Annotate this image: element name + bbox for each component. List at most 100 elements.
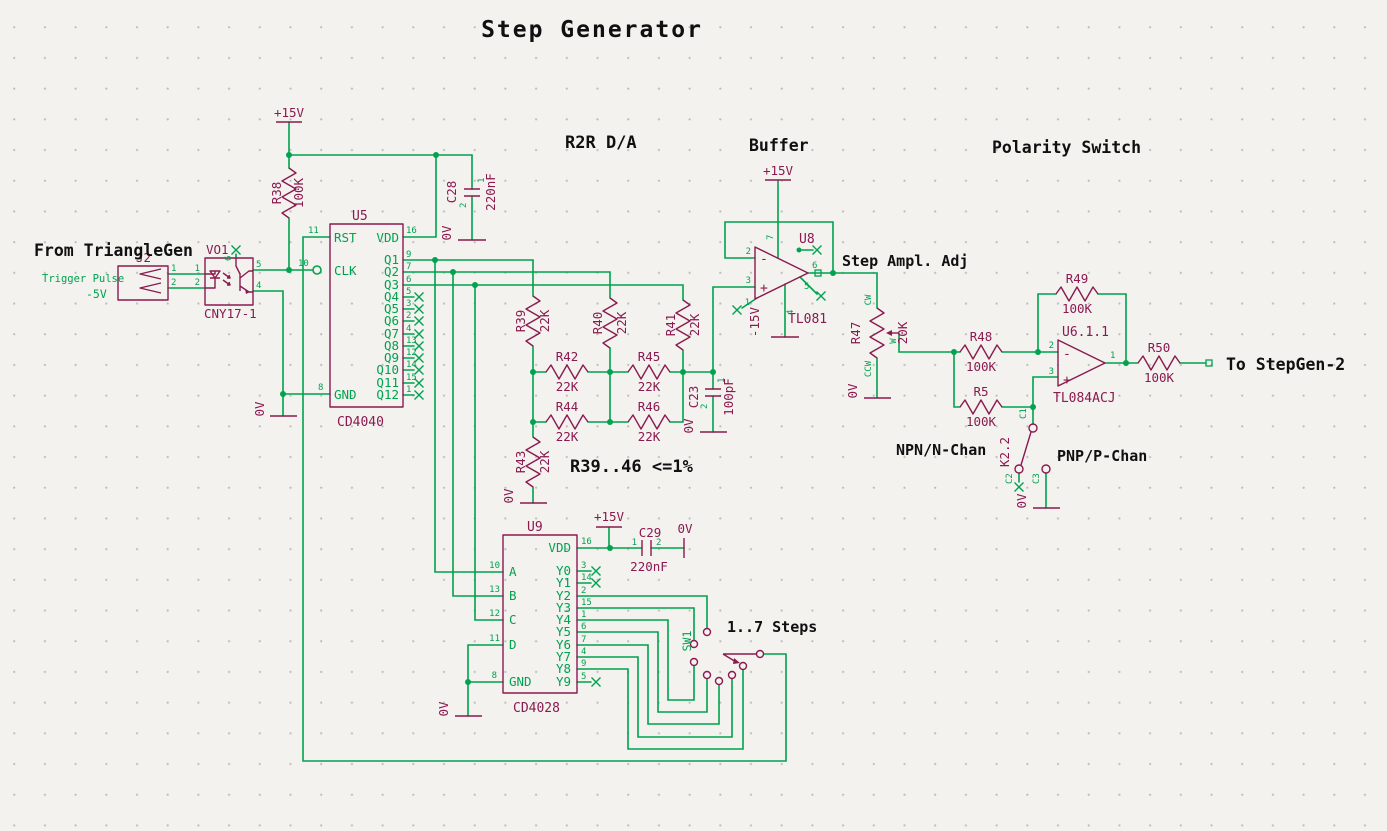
u9-pin-y6: Y6	[556, 637, 571, 652]
u9-pin-vdd: VDD	[548, 540, 571, 555]
wire-rst-feedback[interactable]	[302, 236, 787, 762]
optocoupler-vo1[interactable]: VO1 CNY17-1 1 2 5 4 6	[195, 242, 262, 321]
r47-ref: R47	[848, 322, 863, 345]
resistor-r49[interactable]: R49 100K	[1055, 271, 1099, 316]
supply-15v-u9[interactable]: +15V	[594, 509, 625, 528]
gnd-vo1[interactable]: 0V	[252, 401, 297, 417]
wire-y8[interactable]	[576, 668, 744, 750]
u8-ref: U8	[799, 232, 815, 247]
wire-j2-vo1[interactable]	[167, 273, 206, 289]
vo1-pin6-num: 6	[224, 256, 234, 261]
r47-wiper-label: W	[889, 338, 899, 344]
c28-pin2: 2	[459, 203, 469, 208]
u8-num-inv: 2	[746, 247, 751, 257]
wire-u5-nc-stubs[interactable]	[402, 296, 415, 396]
c29-pin1: 1	[632, 538, 637, 548]
gnd-c29[interactable]: 0V	[677, 521, 693, 558]
gnd-c23[interactable]: 0V	[681, 418, 727, 434]
u5-pin-rst: RST	[334, 230, 357, 245]
u5-pin-q2: Q2	[384, 264, 399, 279]
r47-value: 20K	[895, 321, 910, 344]
u9-num-y1: 14	[581, 573, 592, 583]
wire-u8-null1[interactable]	[741, 297, 758, 309]
r39-ref: R39	[513, 310, 528, 333]
resistor-r44[interactable]: R44 22K	[545, 399, 589, 444]
wire-u8-null2[interactable]	[799, 276, 818, 295]
resistor-r38[interactable]: R38 100K	[269, 167, 306, 219]
gnd-r43[interactable]: 0V	[501, 488, 547, 504]
rotary-switch-sw1[interactable]: SW1	[680, 627, 765, 686]
wire-q3[interactable]	[402, 284, 684, 621]
wire-15v-rail[interactable]	[288, 121, 473, 271]
u5-device: CD4040	[337, 415, 384, 430]
u5-num-q5: 3	[406, 299, 411, 309]
wire-r5[interactable]	[953, 351, 1034, 408]
u5-pin-q1: Q1	[384, 252, 399, 267]
j2-contacts	[139, 268, 162, 294]
k2-c3-contact	[1041, 464, 1051, 474]
resistor-r50[interactable]: R50 100K	[1137, 340, 1213, 385]
opamp-u6[interactable]: - + U6.1.1 TL084ACJ 2 3 1	[1049, 325, 1116, 406]
j2-pin1-num: 1	[171, 264, 176, 274]
wire-u9-d-gnd[interactable]	[467, 644, 504, 717]
supply-minus15v-u8[interactable]: -15V	[747, 306, 799, 338]
gnd-label: 0V	[501, 488, 516, 504]
gnd-r47[interactable]: 0V	[845, 383, 891, 399]
section-polarity: Polarity Switch	[992, 138, 1141, 157]
vo1-device: CNY17-1	[204, 306, 257, 321]
u6-num-out: 1	[1110, 351, 1115, 361]
wire-ladder-mid[interactable]	[609, 347, 684, 423]
resistor-r46[interactable]: R46 22K	[627, 399, 671, 444]
vo1-pin1-num: 1	[195, 264, 200, 274]
u9-pin-y2: Y2	[556, 588, 571, 603]
gnd-k2[interactable]: 0V	[1014, 493, 1060, 509]
supply-15v-r38[interactable]: +15V	[274, 105, 305, 123]
opamp-u8[interactable]: - + U8 TL081 2 3 6 7 4 1 5	[745, 232, 828, 327]
wire-y4[interactable]	[576, 619, 695, 701]
gnd-u9[interactable]: 0V	[436, 701, 482, 717]
wire-y-nc-stubs[interactable]	[576, 570, 592, 683]
resistor-r45[interactable]: R45 22K	[627, 349, 671, 394]
capacitor-c29[interactable]: C29 220nF 1 2	[630, 525, 668, 574]
gnd-label: 0V	[252, 401, 267, 417]
wire-r47-wiper[interactable]	[898, 332, 955, 353]
resistor-r39[interactable]: R39 22K	[513, 295, 552, 347]
resistor-r5[interactable]: R5 100K	[959, 384, 1003, 429]
resistor-r48[interactable]: R48 100K	[959, 329, 1003, 374]
wire-y2[interactable]	[576, 595, 708, 629]
ic-u9-cd4028[interactable]: U9 CD4028 VDD 16 A B C D 10 13 12 11 GND…	[489, 520, 592, 716]
wire-y5[interactable]	[576, 631, 708, 713]
r38-value: 100K	[291, 177, 306, 208]
wire-vo1-gnd[interactable]	[252, 290, 331, 417]
u9-pin-a: A	[509, 564, 517, 579]
relay-contact-k2[interactable]: K2.2 C1 C2 C3	[997, 408, 1051, 484]
power-symbols[interactable]: +15V +15V +15V -15V 0V 0V 0V 0V	[252, 105, 1060, 717]
wire-q1[interactable]	[402, 259, 534, 573]
ic-u5-cd4040[interactable]: U5 CD4040 RST CLK GND VDD 11 10 8 16 Q1 …	[298, 209, 417, 430]
connector-j2[interactable]: J2 1 2	[117, 250, 176, 301]
resistor-r41[interactable]: R41 22K	[663, 299, 702, 351]
wire-y7[interactable]	[576, 656, 733, 738]
u5-pin-q5: Q5	[384, 301, 399, 316]
resistor-r42[interactable]: R42 22K	[545, 349, 589, 394]
wire-u8-feedback[interactable]	[724, 221, 834, 274]
resistor-r43[interactable]: R43 22K	[513, 436, 552, 488]
potentiometer-r47[interactable]: R47 20K CW CCW W	[848, 294, 910, 377]
r48-value: 100K	[966, 359, 997, 374]
vo1-transistor	[235, 258, 253, 293]
sw1-common-contact	[755, 649, 765, 659]
u9-num-gnd: 8	[492, 671, 497, 681]
vo1-pin5-num: 5	[256, 260, 261, 270]
wire-r49[interactable]	[1037, 293, 1127, 364]
supply-15v-u8[interactable]: +15V	[763, 163, 794, 181]
gnd-c28[interactable]: 0V	[439, 225, 486, 241]
wire-y6[interactable]	[576, 644, 720, 725]
wire-y3[interactable]	[576, 607, 695, 641]
k2-c3-label: C3	[1032, 473, 1042, 484]
capacitor-c28[interactable]: C28 220nF 1 2	[444, 173, 498, 211]
capacitor-c23[interactable]: C23 100pF 1 2	[686, 378, 736, 416]
r5-value: 100K	[966, 414, 997, 429]
wire-q2[interactable]	[402, 271, 611, 597]
resistor-r40[interactable]: R40 22K	[590, 297, 629, 349]
